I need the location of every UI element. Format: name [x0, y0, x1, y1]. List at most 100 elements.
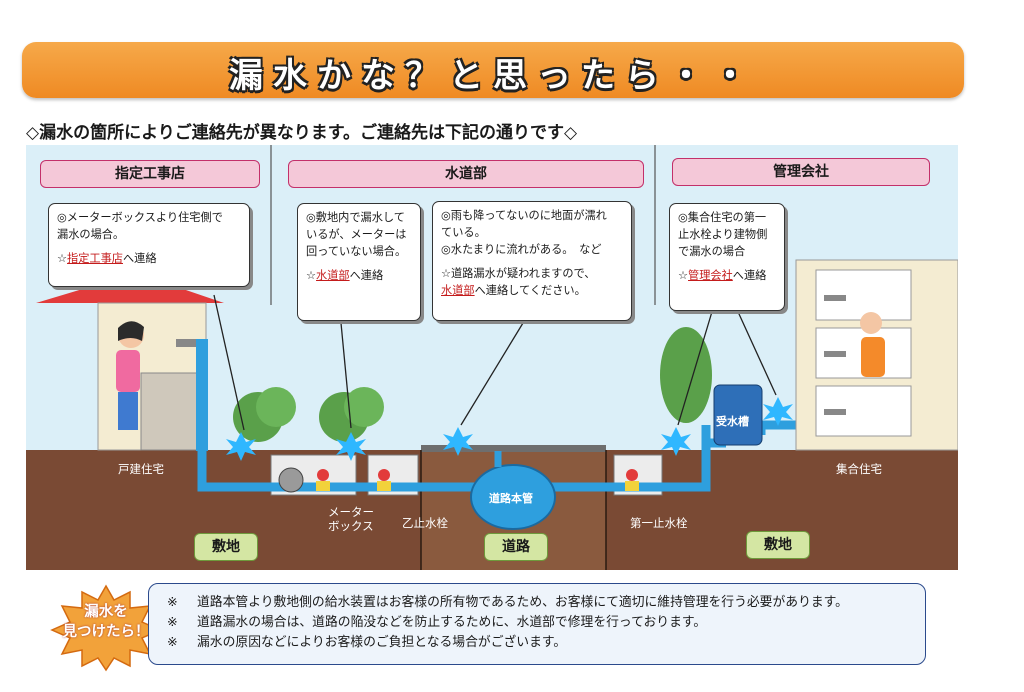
- starburst-text: 漏水を 見つけたら！: [52, 602, 160, 642]
- valve-icon: [316, 481, 330, 491]
- contact-link: 指定工事店: [67, 252, 123, 265]
- leak-splash-icon: [226, 432, 256, 461]
- label-apartment: 集合住宅: [836, 462, 882, 476]
- footnote-line: ※ 道路漏水の場合は、道路の陥没などを防止するために、水道部で修理を行っております…: [167, 613, 925, 633]
- note-road: ◎雨も降ってないのに地面が濡れ ている。 ◎水たまりに流れがある。 など ☆道路…: [432, 201, 632, 321]
- person-shirt: [116, 350, 140, 392]
- note-line: 止水栓より建物側: [678, 228, 768, 241]
- note-contact: 水道部へ連絡してください。: [441, 282, 623, 299]
- illustration-scene: 指定工事店 水道部 管理会社 ◎メーターボックスより住宅側で 漏水の場合。 ☆指…: [26, 145, 958, 570]
- valve-handle-icon: [317, 469, 329, 481]
- section-header-waterworks: 水道部: [288, 160, 644, 188]
- label-tank: 受水槽: [716, 415, 749, 428]
- faucet-icon: [176, 339, 198, 347]
- note-line: 漏水の場合。: [57, 228, 125, 241]
- note-line: ◎敷地内で漏水して: [306, 211, 405, 224]
- contact-suffix: へ連絡: [122, 252, 157, 265]
- label-meter-box-line2: ボックス: [328, 519, 374, 533]
- arrow: [460, 322, 524, 426]
- leak-splash-icon: [336, 432, 366, 461]
- arrows: [213, 294, 777, 431]
- tree-icon: [256, 387, 296, 427]
- label-main-pipe: 道路本管: [489, 492, 533, 505]
- footnote-text: 道路漏水の場合は、道路の陥没などを防止するために、水道部で修理を行っております。: [197, 615, 707, 630]
- leak-splash-icon: [763, 397, 793, 426]
- contact-link: 水道部: [316, 269, 350, 282]
- note-line: いるが、メーターは: [306, 228, 407, 241]
- label-stop-valve-b: 乙止水栓: [402, 516, 448, 530]
- faucet-icon: [824, 351, 846, 357]
- scene-drawing: [26, 145, 958, 570]
- note-line: で漏水の場合: [678, 245, 746, 258]
- road-surface: [421, 445, 606, 452]
- house-riser-pipe: [196, 339, 208, 451]
- main-pipe: [470, 464, 556, 530]
- contact-suffix: へ連絡: [349, 269, 384, 282]
- note-contact: ☆管理会社へ連絡: [678, 267, 776, 284]
- label-house: 戸建住宅: [118, 462, 164, 476]
- note-line: ◎雨も降ってないのに地面が濡れ: [441, 209, 607, 222]
- note-apartment: ◎集合住宅の第一 止水栓より建物側 で漏水の場合 ☆管理会社へ連絡: [669, 203, 785, 311]
- note-line: ている。: [441, 226, 486, 239]
- tree-icon: [344, 387, 384, 427]
- note-line: ◎水たまりに流れがある。 など: [441, 243, 602, 256]
- valve-icon: [377, 481, 391, 491]
- footnote-mark: ※: [167, 595, 178, 610]
- arrow: [733, 302, 777, 396]
- note-premises: ◎敷地内で漏水して いるが、メーターは 回っていない場合。 ☆水道部へ連絡: [297, 203, 421, 321]
- house-roof: [36, 273, 224, 303]
- footnote-text: 漏水の原因などによりお客様のご負担となる場合がございます。: [197, 635, 567, 650]
- label-first-stop-valve: 第一止水栓: [630, 516, 688, 530]
- note-contractor: ◎メーターボックスより住宅側で 漏水の場合。 ☆指定工事店へ連絡: [48, 203, 250, 287]
- person-pants: [118, 392, 138, 430]
- footnote-box: ※ 道路本管より敷地側の給水装置はお客様の所有物であるため、お客様にて適切に維持管…: [148, 583, 926, 665]
- valve-handle-icon: [378, 469, 390, 481]
- water-tank: [713, 384, 763, 446]
- starburst-line2: 見つけたら！: [62, 624, 150, 640]
- footnote-mark: ※: [167, 615, 178, 630]
- arrow: [677, 304, 715, 426]
- label-meter-box-line1: メーター: [328, 505, 374, 519]
- note-line: ◎集合住宅の第一: [678, 211, 767, 224]
- contact-link: 水道部: [441, 284, 475, 297]
- arrow: [213, 294, 245, 431]
- subtitle: ◇漏水の箇所によりご連絡先が異なります。ご連絡先は下記の通りです◇: [26, 123, 578, 143]
- faucet-icon: [824, 409, 846, 415]
- note-contact: ☆指定工事店へ連絡: [57, 250, 241, 267]
- label-meter-box: メーター ボックス: [328, 505, 374, 533]
- note-line: ◎メーターボックスより住宅側で: [57, 211, 223, 224]
- star-mark: ☆: [678, 269, 689, 282]
- leak-splash-icon: [443, 427, 473, 456]
- note-line: 回っていない場合。: [306, 245, 407, 258]
- valve-icon: [625, 481, 639, 491]
- star-mark: ☆: [57, 252, 68, 265]
- footnote-line: ※ 道路本管より敷地側の給水装置はお客様の所有物であるため、お客様にて適切に維持管…: [167, 593, 925, 613]
- ground-label-road: 道路: [484, 533, 548, 561]
- person-head: [860, 312, 882, 334]
- section-header-management: 管理会社: [672, 158, 930, 186]
- note-contact: ☆水道部へ連絡: [306, 267, 412, 284]
- contact-suffix: へ連絡してください。: [474, 284, 586, 297]
- footnote-mark: ※: [167, 635, 178, 650]
- contact-link: 管理会社: [688, 269, 733, 282]
- tree-icon: [660, 327, 712, 423]
- leak-splash-icon: [661, 427, 691, 456]
- meter-icon: [278, 467, 304, 493]
- section-header-contractor: 指定工事店: [40, 160, 260, 188]
- leak-splash-icons: [226, 397, 793, 461]
- faucet-icon: [824, 295, 846, 301]
- arrow: [340, 322, 352, 429]
- valve-handle-icon: [626, 469, 638, 481]
- ground-label-premises-right: 敷地: [746, 531, 810, 559]
- person-shirt: [861, 337, 885, 377]
- banner-title: 漏水かな？と思ったら・・: [229, 56, 757, 96]
- ground-label-premises-left: 敷地: [194, 533, 258, 561]
- title-banner: 漏水かな？と思ったら・・: [22, 42, 964, 98]
- house-sink: [140, 372, 207, 451]
- contact-suffix: へ連絡: [732, 269, 767, 282]
- footnote-line: ※ 漏水の原因などによりお客様のご負担となる場合がございます。: [167, 633, 925, 653]
- starburst-line1: 漏水を: [84, 604, 128, 620]
- service-pipe: [197, 425, 711, 492]
- person-hair: [118, 321, 144, 341]
- footnote-text: 道路本管より敷地側の給水装置はお客様の所有物であるため、お客様にて適切に維持管理…: [197, 595, 848, 610]
